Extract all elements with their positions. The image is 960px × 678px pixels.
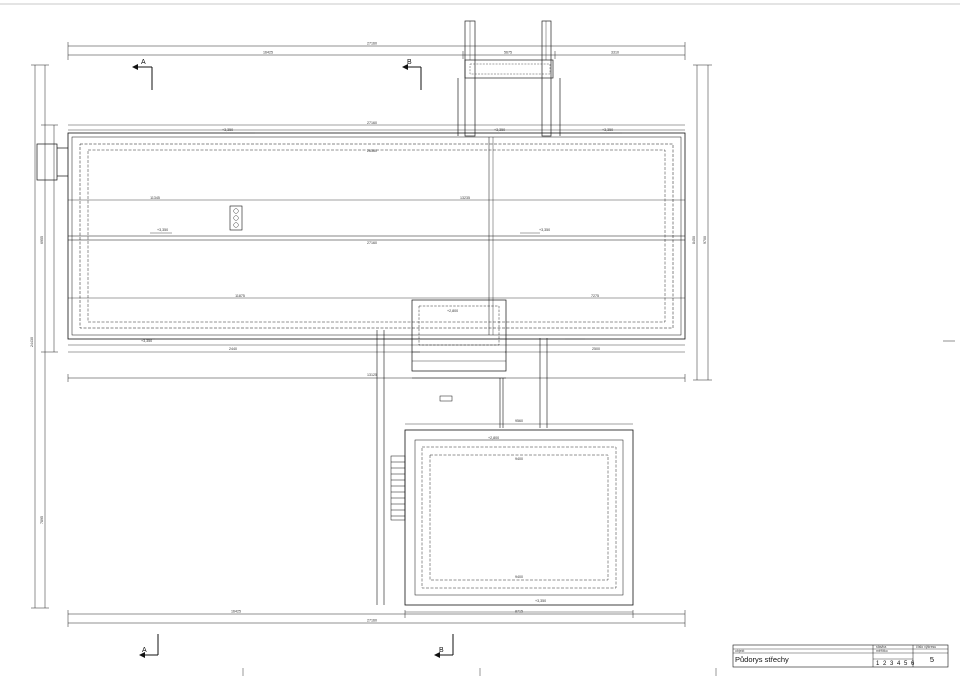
dim-annex-top: 9560 xyxy=(515,419,523,423)
title-block-label-scale: měřítko xyxy=(876,649,888,653)
dim-right-1: 8450 xyxy=(692,236,696,244)
top-dimension-chain xyxy=(67,42,686,60)
dim-top-mid: 5675 xyxy=(504,51,512,55)
left-dimension-chain xyxy=(31,64,58,609)
dim-bottom-4: 13125 xyxy=(367,373,377,377)
chimney-structure xyxy=(457,20,561,137)
section-label-b-bottom: B xyxy=(439,647,444,654)
dim-base-right: 8715 xyxy=(515,610,523,614)
gutter-left xyxy=(36,143,68,181)
dim-roof-width: 27160 xyxy=(367,121,377,125)
bottom-ticks xyxy=(242,668,717,676)
annex-roof-outline xyxy=(404,423,634,613)
dim-top-total: 27160 xyxy=(367,42,377,46)
dim-roof-inner: 26360 xyxy=(367,149,377,153)
main-roof-outline xyxy=(67,124,686,353)
title-block-header-left: stavba xyxy=(876,645,886,649)
section-label-b-top: B xyxy=(407,59,412,66)
dim-top-right: 3310 xyxy=(611,51,619,55)
section-label-a-bottom: A xyxy=(142,647,147,654)
dim-base-left: 16425 xyxy=(231,610,241,614)
level-marker-2: +3,350 xyxy=(494,128,505,132)
title-block-scale: 1 2 3 4 5 6 xyxy=(876,661,915,667)
title-block-header-right: číslo výkresu xyxy=(916,645,936,649)
dim-row-low-right: 7275 xyxy=(591,294,599,298)
section-label-a-top: A xyxy=(141,59,146,66)
section-mark-a-bottom: A xyxy=(139,634,159,658)
dim-row-low-left: 11875 xyxy=(235,294,245,298)
base-dimension-chain xyxy=(67,610,686,627)
title-block-label-object: objekt xyxy=(735,649,744,653)
dim-row-mid-left: 11345 xyxy=(150,196,160,200)
level-marker-7: +2,800 xyxy=(447,309,458,313)
dim-right-2: 9700 xyxy=(703,236,707,244)
dim-left-total: 24430 xyxy=(30,337,34,347)
dim-annex-bottom: 9400 xyxy=(515,575,523,579)
dim-bottom-3: 27160 xyxy=(367,241,377,245)
level-marker-9: +3,350 xyxy=(535,599,546,603)
dim-row-mid-right: 13235 xyxy=(460,196,470,200)
level-marker-5: +3,350 xyxy=(539,228,550,232)
roof-label-box xyxy=(439,395,453,402)
dim-top-left: 16425 xyxy=(263,51,273,55)
dim-left-2: 7895 xyxy=(40,516,44,524)
section-mark-b-top: B xyxy=(402,59,422,90)
right-dimension-chain xyxy=(693,64,712,381)
dim-bottom-2: 2500 xyxy=(592,347,600,351)
level-marker-1: +3,350 xyxy=(222,128,233,132)
dim-base-total: 27160 xyxy=(367,619,377,623)
drawing-title: Půdorys střechy xyxy=(735,655,789,664)
annex-pipes xyxy=(376,330,548,605)
title-block xyxy=(732,644,949,668)
level-marker-4: +3,350 xyxy=(157,228,168,232)
level-marker-3: +3,350 xyxy=(602,128,613,132)
roof-hatch xyxy=(229,205,243,231)
dim-left-1: 6955 xyxy=(40,236,44,244)
section-mark-a-top: A xyxy=(132,59,153,90)
sheet-number: 5 xyxy=(930,655,934,664)
dim-annex-inner: 9400 xyxy=(515,457,523,461)
slope-arrows xyxy=(130,132,622,340)
level-marker-6: +3,350 xyxy=(141,339,152,343)
mid-dimension-chain xyxy=(67,374,686,382)
level-marker-8: +2,800 xyxy=(488,436,499,440)
section-mark-b-bottom: B xyxy=(434,634,454,658)
dim-bottom-1: 2440 xyxy=(229,347,237,351)
annex-staircase xyxy=(390,455,406,521)
